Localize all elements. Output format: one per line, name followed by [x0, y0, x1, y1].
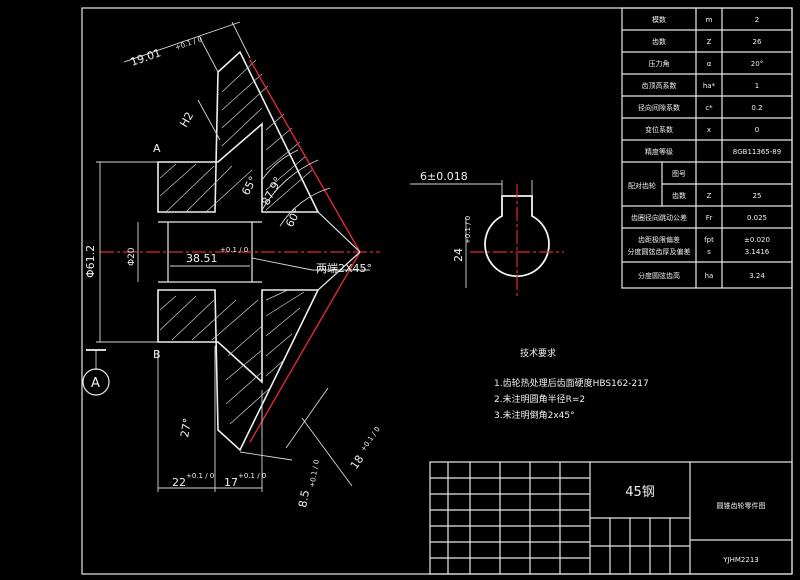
dim-length-22-tol: +0.1 / 0 — [186, 472, 214, 480]
param-val: 26 — [753, 38, 762, 46]
param-name: 变位系数 — [645, 125, 673, 134]
param-val: 0.2 — [751, 104, 762, 112]
label-a: A — [153, 142, 161, 155]
param-name: 齿顶高系数 — [642, 81, 677, 90]
dim-length-17: 17 — [224, 476, 238, 489]
param-name: 齿数 — [652, 37, 666, 46]
param-name: 齿距极限偏差 — [638, 235, 680, 244]
note-3: 3.未注明倒角2x45° — [494, 409, 575, 421]
param-name: 模数 — [652, 15, 666, 24]
param-sym: c* — [705, 104, 713, 112]
dimension-labels: 19.01 +0.1 / 0 H2 A B Φ61.2 Φ20 38.51 +0… — [84, 35, 472, 508]
param-val: 0 — [755, 126, 759, 134]
param-val: 1 — [755, 82, 759, 90]
param-name: 径向间隙系数 — [638, 103, 680, 112]
param-val: 25 — [753, 192, 762, 200]
gear-section — [100, 50, 380, 452]
param-sym: Fr — [706, 214, 713, 222]
dim-bore-length-tol: +0.1 / 0 — [220, 246, 248, 254]
dim-key-height: 24 — [452, 248, 465, 262]
dim-length-18: 18 — [348, 453, 367, 472]
dim-length-22: 22 — [172, 476, 186, 489]
param-name: 分度圆弦齿厚及偏差 — [628, 247, 691, 256]
param-name: 齿数 — [672, 191, 686, 200]
dim-chamfer: 两端2X45° — [316, 262, 372, 275]
param-sym: ha — [705, 272, 714, 280]
param-name: 图号 — [672, 170, 686, 178]
lower-section-outline — [157, 289, 320, 452]
param-val: 2 — [755, 16, 759, 24]
param-name: 压力角 — [649, 59, 670, 68]
title-block-grid — [429, 461, 793, 575]
param-val: 3.1416 — [745, 248, 770, 256]
param-val: 8GB11365-89 — [733, 148, 781, 156]
material-label: 45钢 — [625, 485, 655, 500]
dimension-lines — [86, 21, 370, 492]
param-sym: Z — [707, 192, 712, 200]
label-b: B — [153, 348, 161, 361]
note-2: 2.未注明圆角半径R=2 — [494, 393, 585, 405]
datum-label: A — [91, 376, 100, 391]
note-1: 1.齿轮热处理后齿面硬度HBS162-217 — [494, 377, 649, 389]
dim-angle-87-9: 87.9° — [259, 175, 285, 208]
hatching — [159, 59, 313, 425]
parameter-table-grid — [621, 7, 793, 289]
dim-h2: H2 — [177, 110, 196, 130]
param-sym: x — [707, 126, 711, 134]
param-val: 0.025 — [747, 214, 767, 222]
drawing-name: 圆锥齿轮零件图 — [717, 501, 766, 510]
dim-length-8-5-tol: +0.1 / 0 — [308, 459, 321, 488]
technical-notes: 技术要求 1.齿轮热处理后齿面硬度HBS162-217 2.未注明圆角半径R=2… — [494, 347, 649, 421]
param-val: 3.24 — [749, 272, 765, 280]
drawing-number: YJHM2213 — [722, 556, 758, 564]
keyway-section — [410, 180, 564, 298]
drawing-border — [81, 7, 793, 575]
param-name: 齿圈径向跳动公差 — [631, 213, 687, 222]
dim-angle-27: 27° — [178, 417, 194, 438]
dim-bore-diameter: Φ20 — [127, 247, 137, 266]
dim-top-width: 19.01 — [129, 46, 163, 69]
param-sym: Z — [707, 38, 712, 46]
pitch-cone-upper — [249, 59, 361, 253]
param-sym: fpt — [704, 236, 714, 244]
param-sym: ha* — [703, 82, 716, 90]
pitch-cone-lower — [249, 251, 361, 443]
param-val: 20° — [751, 60, 763, 68]
upper-section-outline — [157, 50, 320, 213]
dim-outer-diameter: Φ61.2 — [84, 245, 97, 278]
dim-key-height-tol: +0.1 / 0 — [464, 216, 472, 244]
dim-bore-length: 38.51 — [186, 252, 218, 265]
title-block: 45钢 圆锥齿轮零件图 YJHM2213 — [625, 485, 765, 564]
dim-top-width-tol: +0.1 / 0 — [174, 35, 203, 52]
datum-symbol — [82, 368, 110, 396]
notes-title: 技术要求 — [520, 347, 556, 359]
dim-length-17-tol: +0.1 / 0 — [238, 472, 266, 480]
parameter-table: 模数 m 2 齿数 Z 26 压力角 α 20° 齿顶高系数 ha* 1 径向间… — [628, 15, 782, 280]
dim-angle-60: 60° — [283, 206, 304, 229]
pair-label: 配对齿轮 — [628, 181, 656, 190]
dim-key-width: 6±0.018 — [420, 170, 468, 183]
param-sym: m — [706, 16, 713, 24]
param-sym: s — [707, 248, 711, 256]
dim-length-8-5: 8.5 — [296, 489, 312, 508]
param-name: 精度等级 — [645, 147, 673, 156]
param-val: ±0.020 — [744, 236, 770, 244]
dim-angle-65: 65° — [239, 174, 260, 197]
dim-length-18-tol: +0.1 / 0 — [359, 425, 382, 453]
param-name: 分度圆弦齿高 — [638, 271, 680, 280]
param-sym: α — [707, 60, 712, 68]
